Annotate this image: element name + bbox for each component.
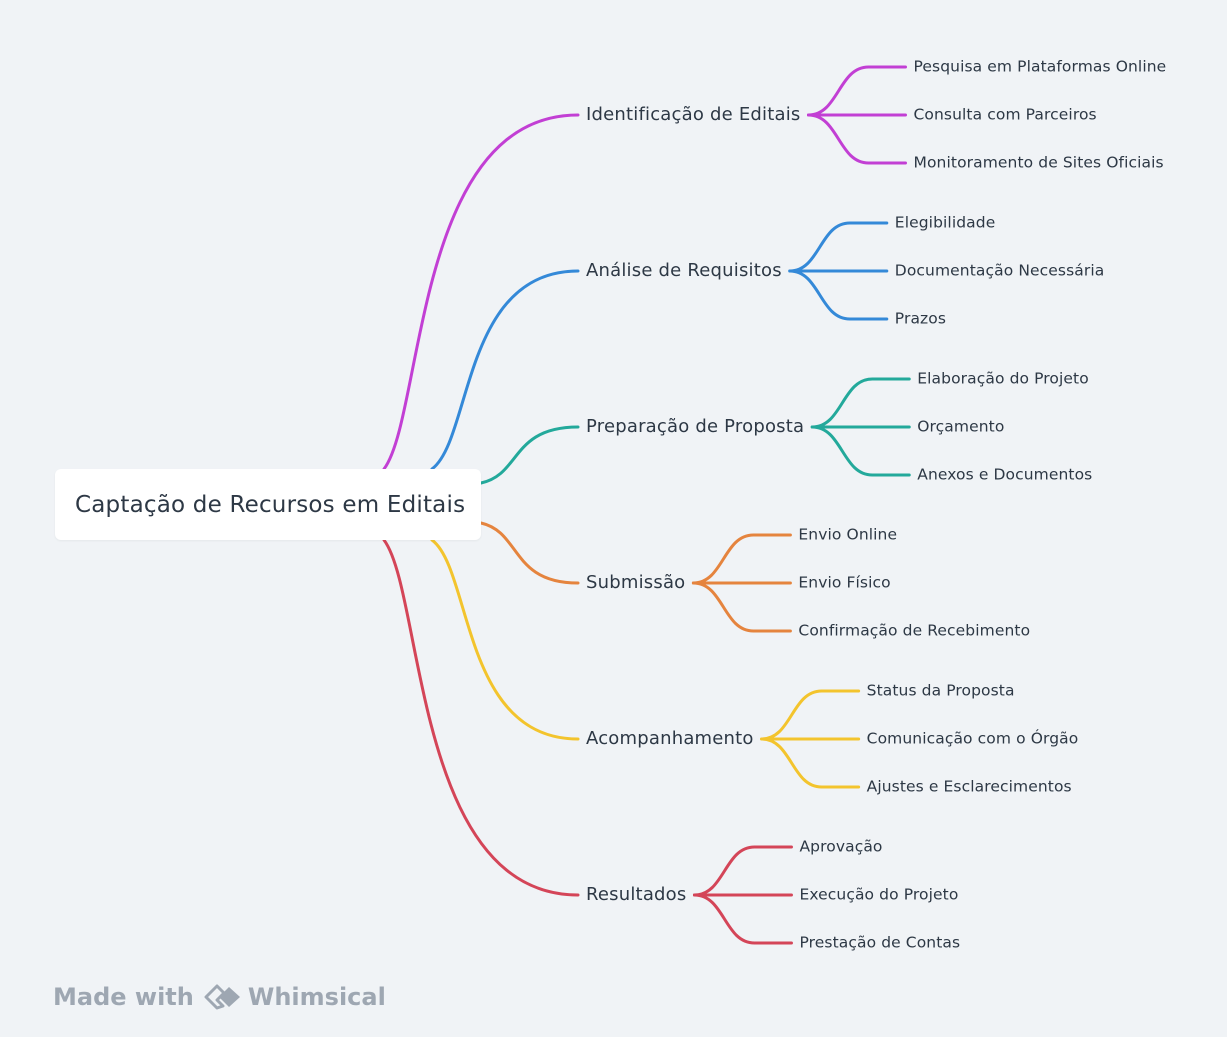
root-node-label: Captação de Recursos em Editais xyxy=(75,491,466,518)
leaf-node[interactable]: Elaboração do Projeto xyxy=(917,369,1089,388)
root-branch-connector xyxy=(382,113,580,471)
branch-leaf-connector xyxy=(810,377,911,429)
branch-node[interactable]: Resultados xyxy=(586,884,687,905)
leaf-node[interactable]: Elegibilidade xyxy=(894,213,996,232)
whimsical-brand-text: Whimsical xyxy=(247,983,386,1011)
leaf-node[interactable]: Status da Proposta xyxy=(866,681,1015,700)
branch-node[interactable]: Análise de Requisitos xyxy=(586,260,782,281)
branch-leaf-connector xyxy=(788,221,889,273)
root-branch-connector xyxy=(430,538,580,741)
root-branch-connector xyxy=(479,425,580,485)
branch-leaf-connector xyxy=(807,113,907,165)
leaf-node[interactable]: Consulta com Parceiros xyxy=(913,105,1097,124)
leaf-node[interactable]: Execução do Projeto xyxy=(799,885,959,904)
branch-leaf-connector xyxy=(692,893,793,945)
branch-leaf-connector xyxy=(691,581,792,633)
branch-node[interactable]: Submissão xyxy=(586,572,686,593)
leaf-node[interactable]: Envio Físico xyxy=(798,573,891,592)
leaf-node[interactable]: Aprovação xyxy=(799,837,883,856)
branch-leaf-connector xyxy=(692,845,793,897)
leaf-node[interactable]: Anexos e Documentos xyxy=(917,465,1093,484)
leaf-node[interactable]: Envio Online xyxy=(798,525,898,544)
made-with-text: Made with xyxy=(53,983,194,1011)
leaf-node[interactable]: Comunicação com o Órgão xyxy=(866,729,1079,748)
root-node[interactable]: Captação de Recursos em Editais xyxy=(55,469,481,540)
made-with-whimsical-badge[interactable]: Made with Whimsical xyxy=(53,981,386,1013)
root-branch-connector xyxy=(479,521,580,585)
leaf-node[interactable]: Documentação Necessária xyxy=(894,261,1105,280)
branch-leaf-connector xyxy=(691,533,792,585)
branch-leaf-connector xyxy=(810,425,911,477)
whimsical-logo-icon xyxy=(204,984,240,1010)
branch-leaf-connector xyxy=(760,737,861,789)
branch-node[interactable]: Identificação de Editais xyxy=(586,104,801,125)
leaf-node[interactable]: Orçamento xyxy=(917,417,1005,436)
branch-leaf-connector xyxy=(788,269,889,321)
leaf-node[interactable]: Monitoramento de Sites Oficiais xyxy=(913,153,1164,172)
branch-leaf-connector xyxy=(760,689,861,741)
leaf-node[interactable]: Prestação de Contas xyxy=(799,933,961,952)
branch-node[interactable]: Acompanhamento xyxy=(586,728,754,749)
leaf-node[interactable]: Confirmação de Recebimento xyxy=(798,621,1031,640)
branch-node[interactable]: Preparação de Proposta xyxy=(586,416,805,437)
leaf-node[interactable]: Prazos xyxy=(894,309,947,328)
leaf-node[interactable]: Pesquisa em Plataformas Online xyxy=(913,57,1167,76)
root-branch-connector xyxy=(430,269,580,471)
branch-leaf-connector xyxy=(807,65,907,117)
root-branch-connector xyxy=(382,538,580,897)
leaf-node[interactable]: Ajustes e Esclarecimentos xyxy=(866,777,1072,796)
